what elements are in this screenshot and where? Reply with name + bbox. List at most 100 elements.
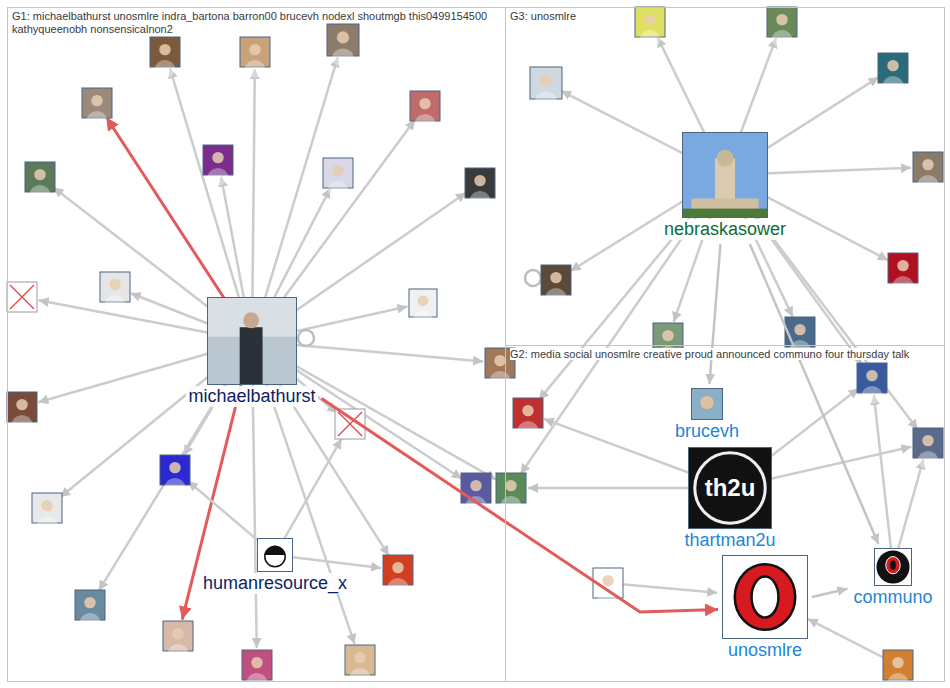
decorative-links <box>38 37 923 665</box>
avatar-shoulders <box>350 668 370 686</box>
avatar-head <box>700 396 713 409</box>
avatar-head <box>159 44 170 55</box>
avatar-shoulders <box>518 421 538 439</box>
avatar-head <box>337 31 349 43</box>
avatar-icon <box>323 158 353 199</box>
avatar-head <box>470 480 481 491</box>
avatar-head <box>332 165 343 176</box>
avatar-head <box>109 279 120 290</box>
avatar-frame <box>7 282 37 312</box>
vertex-avatar: th2u <box>688 447 772 529</box>
avatar-head <box>897 260 908 271</box>
avatar-head <box>169 462 180 473</box>
avatar-head <box>251 657 262 668</box>
vertex-label: michaelbathurst <box>186 386 317 407</box>
avatars <box>7 7 943 688</box>
avatar-icon <box>888 253 918 294</box>
avatar-shoulders <box>168 644 188 662</box>
avatar-head <box>41 500 52 511</box>
vertex-label: thartman2u <box>682 530 777 551</box>
avatar-head <box>91 95 102 106</box>
avatar-head <box>550 272 561 283</box>
avatar-icon <box>913 428 943 469</box>
avatar-icon <box>593 568 623 609</box>
person-head <box>243 312 259 328</box>
avatar-icon <box>82 88 112 129</box>
vertex-label: unosmlre <box>726 640 804 661</box>
logo-o-inner <box>752 577 779 618</box>
avatar-head <box>212 152 223 163</box>
vertex-node: communo <box>851 548 934 608</box>
photo-ground <box>692 389 722 419</box>
trees <box>683 209 767 217</box>
avatar-picture <box>692 389 722 419</box>
photo-ground <box>208 298 296 384</box>
avatar-picture <box>875 549 911 585</box>
avatar-shoulders <box>155 60 175 78</box>
avatar-shoulders <box>918 175 938 193</box>
avatar-shoulders <box>413 311 432 328</box>
logo-o-inner <box>890 561 896 570</box>
avatar-head <box>474 175 485 186</box>
logo-o-outer <box>735 564 795 630</box>
avatar-head <box>494 355 505 366</box>
self-loop <box>298 330 314 346</box>
avatar-head <box>644 14 655 25</box>
avatar-icon <box>635 7 665 48</box>
avatar-picture <box>208 298 296 384</box>
vertex-avatar <box>257 538 293 572</box>
group-panel: G2: media social unosmlre creative proud… <box>505 345 945 682</box>
avatar-icon <box>345 645 375 686</box>
avatar-shoulders <box>535 91 557 110</box>
avatar-shoulders <box>247 673 267 688</box>
logo-ground <box>723 556 807 638</box>
avatar-icon <box>541 265 571 306</box>
vertex-node: unosmlre <box>722 555 808 661</box>
avatar-icon <box>100 272 130 313</box>
logo-disc <box>876 550 909 583</box>
avatar-shoulders <box>332 48 354 67</box>
vertex-label: communo <box>851 587 934 608</box>
avatar-shoulders <box>640 30 660 48</box>
avatar-head <box>887 60 898 71</box>
avatar-icon <box>383 555 413 596</box>
avatar-icon <box>913 152 943 193</box>
avatar-head <box>892 657 903 668</box>
vertex-avatar <box>874 548 912 586</box>
avatar-head <box>776 14 787 25</box>
avatar-shoulders <box>883 76 903 94</box>
vertex-label: nebraskasower <box>662 219 788 240</box>
missing-image-cross <box>10 285 34 309</box>
avatar-shoulders <box>388 578 408 596</box>
avatar-icon <box>75 590 105 631</box>
avatar-shoulders <box>888 673 908 688</box>
avatar-icon <box>496 473 526 514</box>
avatar-icon <box>409 289 437 327</box>
group-header: G1: michaelbathurst unosmlre indra_barto… <box>8 8 505 38</box>
group-title: G3: unosmlre <box>510 10 576 22</box>
avatar-shoulders <box>893 276 913 294</box>
vertex-node: humanresource_x <box>201 538 349 594</box>
avatar-icon <box>410 91 440 132</box>
avatar-shoulders <box>105 295 125 313</box>
avatar-shoulders <box>80 613 100 631</box>
vertex-label: humanresource_x <box>201 573 349 594</box>
avatar-shoulders <box>37 516 57 534</box>
avatar-head <box>922 159 933 170</box>
avatar-icon <box>32 493 62 534</box>
avatar-icon <box>878 53 908 94</box>
group-header: G3: unosmlre <box>506 8 944 25</box>
photo-ground <box>258 539 292 571</box>
logo-ground <box>689 448 771 528</box>
avatar-shoulders <box>12 415 32 433</box>
avatar-shoulders <box>772 30 792 48</box>
avatar-head <box>866 370 877 381</box>
avatar-icon <box>7 392 37 433</box>
avatar-shoulders <box>328 181 348 199</box>
group-title: G1: michaelbathurst unosmlre indra_barto… <box>12 10 487 35</box>
vertex-node: brucevh <box>673 388 741 442</box>
group-panel: G1: michaelbathurst unosmlre indra_barto… <box>7 7 506 682</box>
avatar-icon <box>465 168 495 209</box>
logo-o-outer <box>886 557 900 574</box>
